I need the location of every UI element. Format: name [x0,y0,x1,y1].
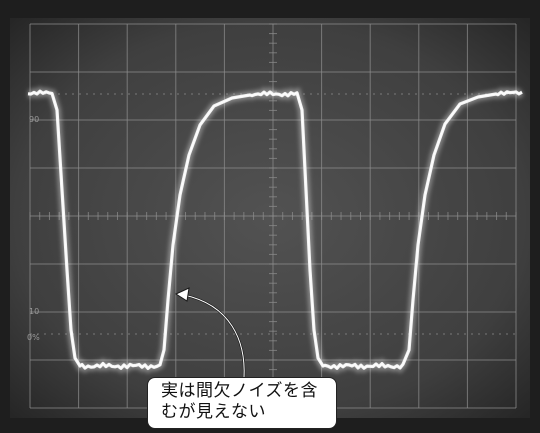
scale-mark-0: 0% [27,333,40,342]
scale-mark-90: 90 [29,115,39,124]
graticule [29,23,517,409]
waveform-trace [27,86,524,375]
callout-leader [174,287,246,379]
arrowhead-icon [174,287,190,302]
annotation-line-2: むが見えない [161,402,266,422]
scope-screen [10,18,530,418]
annotation-callout: 実は間欠ノイズを含 むが見えない [147,377,337,429]
annotation-line-1: 実は間欠ノイズを含 [161,381,318,401]
scale-mark-10: 10 [29,307,39,316]
